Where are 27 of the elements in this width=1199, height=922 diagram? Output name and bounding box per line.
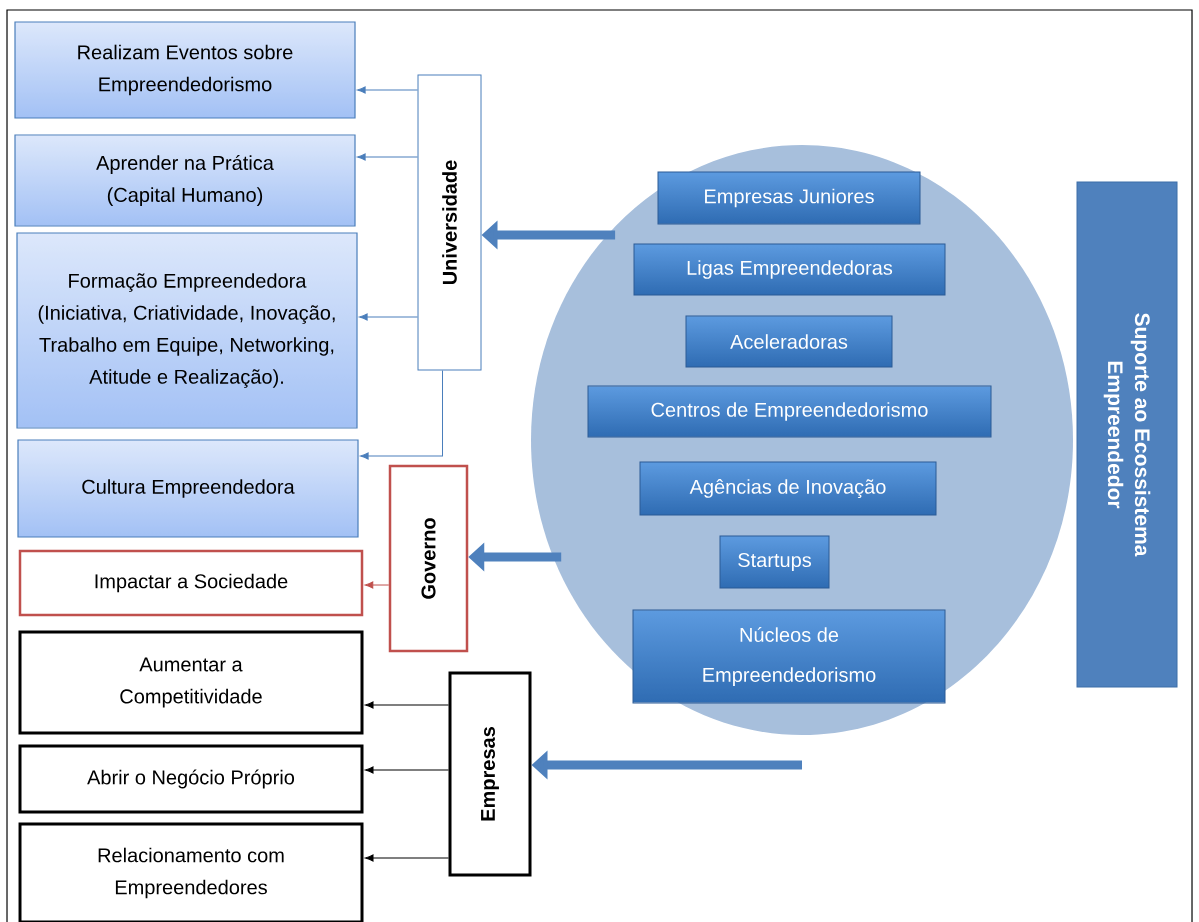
initiative-box: Núcleos de Empreendedorismo — [632, 609, 946, 704]
initiative-box: Empresas Juniores — [657, 171, 921, 225]
arrow — [359, 313, 418, 321]
text-box: Relacionamento com Empreendedores — [18, 822, 364, 922]
category-box: Universidade — [417, 74, 482, 371]
arrow — [357, 153, 418, 161]
arrow — [360, 370, 443, 460]
initiative-box: Ligas Empreendedoras — [633, 243, 946, 296]
category-box: Empresas — [448, 671, 532, 877]
text-box: Formação Empreendedora (Iniciativa, Criatividade, Inovação, Trabalho em Equipe, Networking, Atitude e Realização). — [16, 232, 358, 429]
initiative-box: Centros de Empreendedorismo — [587, 385, 992, 438]
text-box: Aprender na Prática (Capital Humano) — [14, 134, 356, 227]
text-box: Aumentar a Competitividade — [18, 630, 364, 735]
text-box: Realizam Eventos sobre Empreendedorismo — [14, 21, 356, 119]
arrow — [364, 581, 390, 589]
arrow — [364, 701, 449, 709]
initiative-box: Startups — [719, 535, 830, 589]
arrow — [364, 854, 449, 862]
initiative-box: Aceleradoras — [685, 315, 893, 368]
text-box: Impactar a Sociedade — [18, 549, 364, 617]
category-box: Governo — [388, 464, 469, 653]
initiative-box: Agências de Inovação — [639, 461, 937, 516]
arrow — [357, 86, 418, 94]
side-banner: Suporte ao Ecossistema Empreendedor — [1076, 181, 1178, 688]
arrow — [364, 766, 449, 774]
text-box: Abrir o Negócio Próprio — [18, 744, 364, 814]
text-box: Cultura Empreendedora — [17, 439, 359, 538]
